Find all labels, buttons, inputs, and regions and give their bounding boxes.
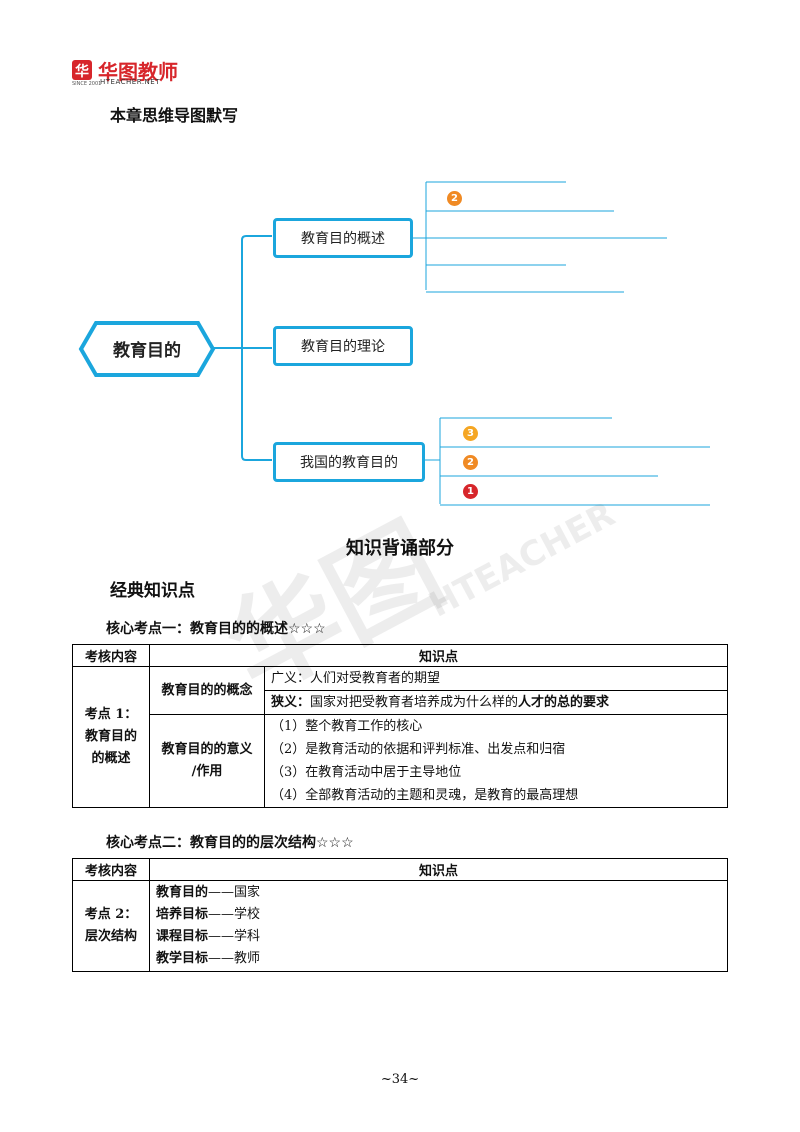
- priority-badge: 3: [463, 426, 478, 441]
- list-item: （4）全部教育活动的主题和灵魂，是教育的最高理想: [271, 788, 579, 803]
- row-label: 考点 1： 教育目的 的概述: [72, 666, 150, 808]
- hierarchy-cell: 教育目的——国家 培养目标——学校 课程目标——学科 教学目标——教师: [149, 880, 728, 972]
- mindmap-branch-china: 我国的教育目的: [273, 442, 425, 482]
- row-label: 考点 2： 层次结构: [72, 880, 150, 972]
- point2-title: 核心考点二：教育目的的层次结构☆☆☆: [106, 835, 354, 851]
- list-item: 课程目标——学科: [156, 929, 261, 944]
- significance-cell: （1）整个教育工作的核心 （2）是教育活动的依据和评判标准、出发点和归宿 （3）…: [264, 714, 728, 808]
- brand-logo-text: 华图教师: [98, 60, 178, 84]
- point2-table: 考核内容 知识点 考点 2： 层次结构 教育目的——国家 培养目标——学校 课程…: [72, 858, 728, 972]
- col-header: 考核内容: [72, 858, 150, 881]
- list-item: 教学目标——教师: [156, 951, 261, 966]
- page-number: ~34~: [380, 1072, 420, 1087]
- list-item: 培养目标——学校: [156, 907, 261, 922]
- sub-label: 教育目的的概念: [149, 666, 265, 715]
- mindmap-root-node: 教育目的: [78, 321, 216, 377]
- brand-logo-url: HTEACHER.NET: [100, 78, 160, 86]
- point1-title: 核心考点一：教育目的的概述☆☆☆: [106, 621, 326, 637]
- mindmap-branch-overview: 教育目的概述: [273, 218, 413, 258]
- col-header: 考核内容: [72, 644, 150, 667]
- mindmap-branch-theory: 教育目的理论: [273, 326, 413, 366]
- concept-cell: 广义：人们对受教育者的期望 狭义：国家对把受教育者培养成为什么样的人才的总的要求: [264, 666, 728, 715]
- brand-logo-mark: 华: [72, 60, 92, 80]
- brand-logo-since: SINCE 2001: [72, 81, 102, 87]
- point1-table: 考核内容 知识点 考点 1： 教育目的 的概述 教育目的的概念 广义：人们对受教…: [72, 644, 728, 808]
- list-item: （2）是教育活动的依据和评判标准、出发点和归宿: [271, 742, 566, 757]
- col-header: 知识点: [149, 644, 728, 667]
- section-title: 知识背诵部分: [346, 538, 454, 559]
- priority-badge: 1: [463, 484, 478, 499]
- list-item: （3）在教育活动中居于主导地位: [271, 765, 462, 780]
- col-header: 知识点: [149, 858, 728, 881]
- priority-badge: 2: [447, 191, 462, 206]
- list-item: 教育目的——国家: [156, 885, 261, 900]
- priority-badge: 2: [463, 455, 478, 470]
- star-rating: ☆☆☆: [316, 835, 354, 851]
- mindmap-root-label: 教育目的: [112, 340, 181, 361]
- classic-heading: 经典知识点: [110, 581, 195, 601]
- mindmap-heading: 本章思维导图默写: [110, 106, 239, 125]
- sub-label: 教育目的的意义 /作用: [149, 714, 265, 808]
- list-item: （1）整个教育工作的核心: [271, 719, 423, 734]
- mindmap-connectors: [212, 181, 710, 506]
- star-rating: ☆☆☆: [288, 621, 326, 637]
